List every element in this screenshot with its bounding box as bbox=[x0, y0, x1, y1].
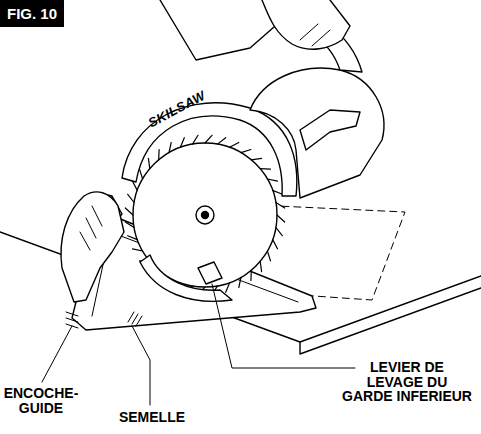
blade-tooth bbox=[276, 228, 282, 236]
blade-tooth bbox=[251, 158, 261, 159]
blade-tooth bbox=[260, 168, 270, 170]
blade-tooth bbox=[230, 143, 239, 148]
lower-guard bbox=[140, 255, 232, 301]
blade-tooth bbox=[239, 277, 241, 287]
blade-tooth bbox=[218, 138, 226, 144]
blade-tooth bbox=[250, 270, 252, 280]
part-label: ENCOCHE-GUIDE bbox=[2, 386, 80, 415]
blade-tooth bbox=[140, 169, 143, 179]
right-hand bbox=[262, 0, 350, 49]
depth-lever bbox=[300, 110, 360, 150]
blade-tooth bbox=[267, 251, 270, 261]
blade-tooth bbox=[169, 143, 171, 153]
blade-tooth bbox=[125, 222, 134, 228]
arbor-bolt bbox=[202, 212, 209, 219]
blade-tooth bbox=[158, 150, 160, 160]
lower-guard-lever bbox=[198, 262, 222, 284]
arbor-washer bbox=[196, 206, 214, 224]
blade-tooth bbox=[193, 135, 199, 144]
blade-tooth bbox=[277, 215, 285, 222]
blade-tooth bbox=[273, 240, 278, 249]
leader-line bbox=[212, 284, 355, 368]
blade-tooth bbox=[133, 181, 138, 190]
blade-tooth bbox=[133, 249, 143, 251]
blade-tooth bbox=[125, 208, 133, 215]
blade-tooth bbox=[267, 179, 277, 181]
blade-tooth bbox=[226, 283, 230, 293]
part-label: LEVIER DE LEVAGE DU GARDE INFERIEUR bbox=[340, 360, 474, 404]
shoe-mark bbox=[128, 312, 142, 326]
blade-tooth bbox=[148, 158, 149, 168]
motor-housing bbox=[250, 68, 384, 198]
part-label: SEMELLE bbox=[112, 410, 192, 425]
blade-tooth bbox=[128, 194, 134, 202]
blade-tooth bbox=[276, 203, 285, 209]
leader-line bbox=[132, 326, 150, 405]
left-hand bbox=[61, 192, 124, 302]
right-fingers bbox=[300, 24, 330, 46]
left-fingers bbox=[80, 206, 102, 250]
blade-tooth bbox=[205, 135, 212, 143]
blade-tooth bbox=[273, 190, 283, 194]
blade-tooth bbox=[260, 261, 261, 271]
board-thickness bbox=[300, 288, 481, 354]
blade-tooth bbox=[180, 138, 184, 148]
leader-line bbox=[42, 326, 72, 382]
blade-tooth bbox=[128, 236, 138, 240]
figure-title: FIG. 10 bbox=[0, 0, 64, 27]
blade-tooth bbox=[241, 150, 251, 153]
